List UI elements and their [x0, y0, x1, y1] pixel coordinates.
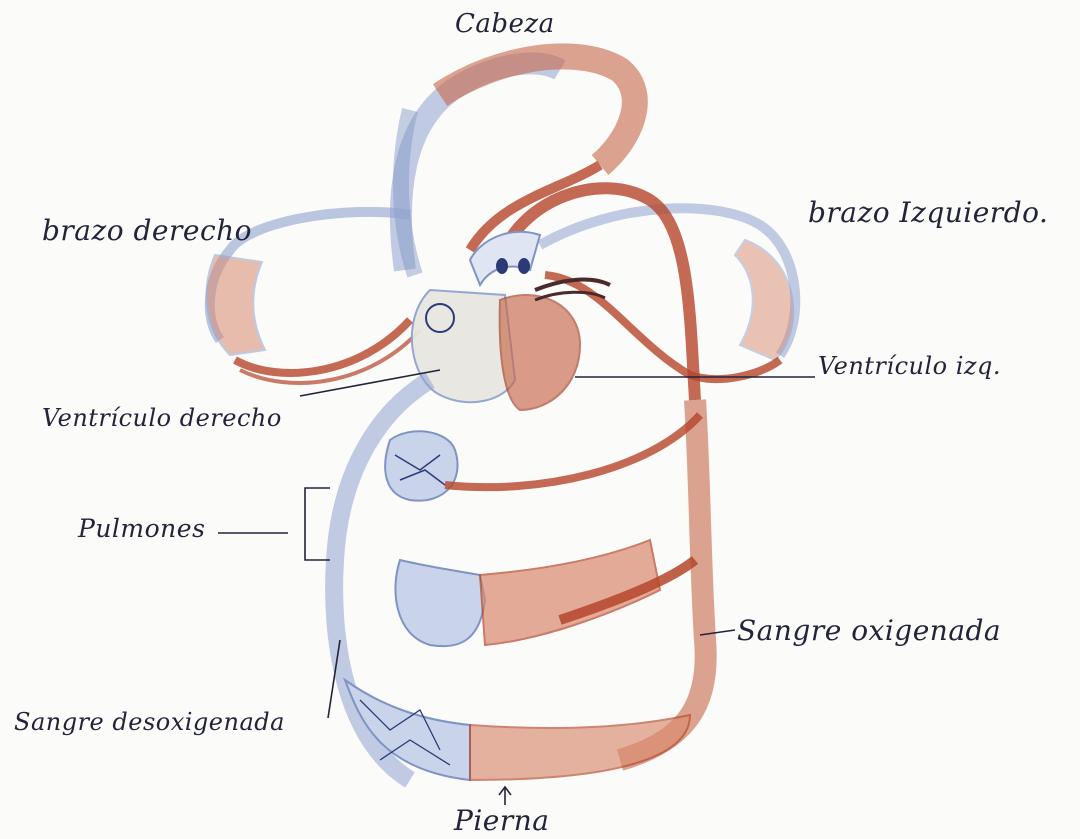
label-ventriculo-izq: Ventrículo izq. [818, 352, 1001, 380]
pulmones-bracket [305, 488, 330, 560]
left-arm-artery [545, 275, 780, 379]
lungs [385, 415, 700, 501]
abdominal-capillary-bed-blue [395, 560, 485, 646]
label-brazo-izquierdo: brazo Izquierdo. [808, 196, 1048, 229]
leg-capillary-bed-red [470, 715, 690, 780]
label-ventriculo-derecho: Ventrículo derecho [42, 404, 282, 432]
heart [412, 232, 610, 410]
label-pierna: Pierna [453, 804, 549, 837]
lung-capillary-bed [385, 431, 457, 500]
pulmonary-vein [445, 415, 700, 487]
label-brazo-derecho: brazo derecho [42, 214, 252, 247]
label-cabeza: Cabeza [455, 9, 555, 39]
left-ventricle [500, 295, 580, 410]
label-sangre-oxigenada: Sangre oxigenada [737, 614, 1001, 647]
valve-right [518, 258, 530, 274]
systemic-lower [334, 380, 695, 780]
label-sangre-desoxigenada: Sangre desoxigenada [14, 708, 285, 736]
labels: Cabeza brazo derecho brazo Izquierdo. Ve… [14, 9, 1048, 837]
valve-left [496, 258, 508, 274]
label-pulmones: Pulmones [77, 514, 205, 543]
